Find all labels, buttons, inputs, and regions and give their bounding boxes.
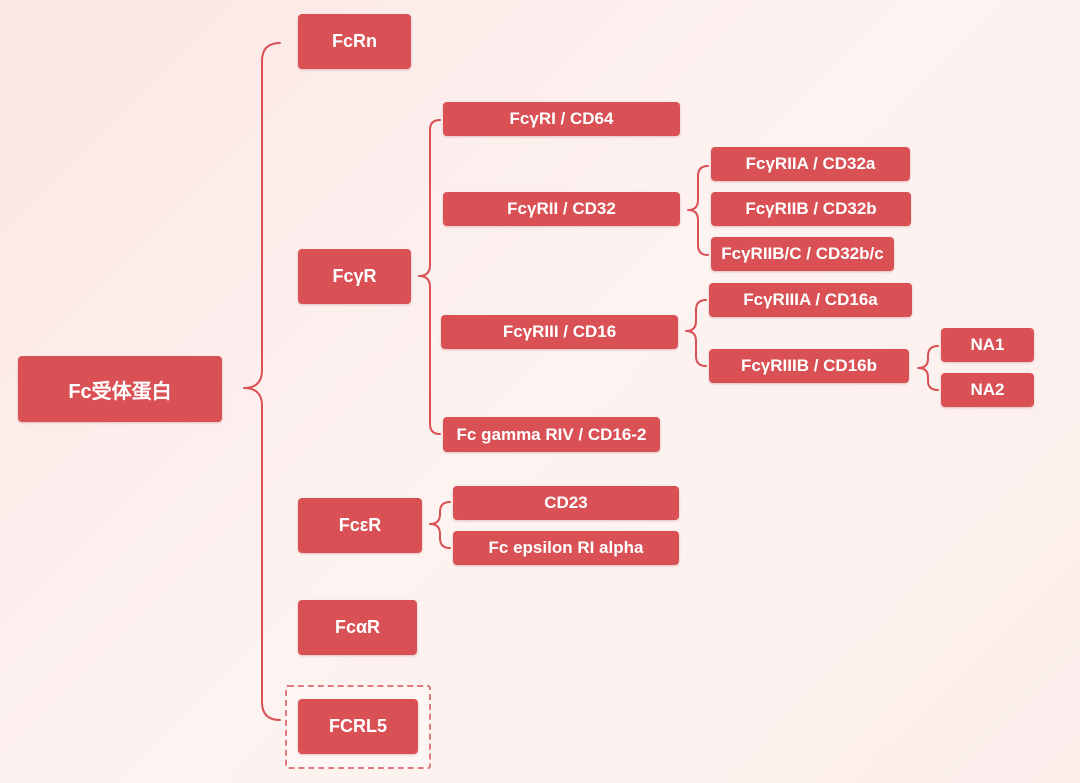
root-bracket	[243, 42, 281, 721]
node-fcgriibc: FcγRIIB/C / CD32b/c	[711, 237, 894, 271]
node-fcgriii: FcγRIII / CD16	[441, 315, 678, 349]
node-fc-epsilon-ri-alpha: Fc epsilon RI alpha	[453, 531, 679, 565]
node-na2: NA2	[941, 373, 1034, 407]
root-node: Fc受体蛋白	[18, 356, 222, 422]
node-fcgriiia: FcγRIIIA / CD16a	[709, 283, 912, 317]
node-fcrn: FcRn	[298, 14, 411, 69]
node-fcgrii: FcγRII / CD32	[443, 192, 680, 226]
node-fcgriia: FcγRIIA / CD32a	[711, 147, 910, 181]
fcgriii-bracket	[685, 299, 707, 367]
node-fcgriiib: FcγRIIIB / CD16b	[709, 349, 909, 383]
node-fcgr: FcγR	[298, 249, 411, 304]
node-fcgri: FcγRI / CD64	[443, 102, 680, 136]
node-na1: NA1	[941, 328, 1034, 362]
node-fcgriib: FcγRIIB / CD32b	[711, 192, 911, 226]
fcgrii-bracket	[687, 165, 709, 256]
fcgr-bracket	[418, 119, 441, 435]
node-cd23: CD23	[453, 486, 679, 520]
node-fcar: FcαR	[298, 600, 417, 655]
fcgriiib-bracket	[917, 345, 939, 391]
node-fcrl5: FCRL5	[298, 699, 418, 754]
node-fcer: FcεR	[298, 498, 422, 553]
fcer-bracket	[429, 501, 451, 549]
node-fcgriv: Fc gamma RIV / CD16-2	[443, 417, 660, 452]
